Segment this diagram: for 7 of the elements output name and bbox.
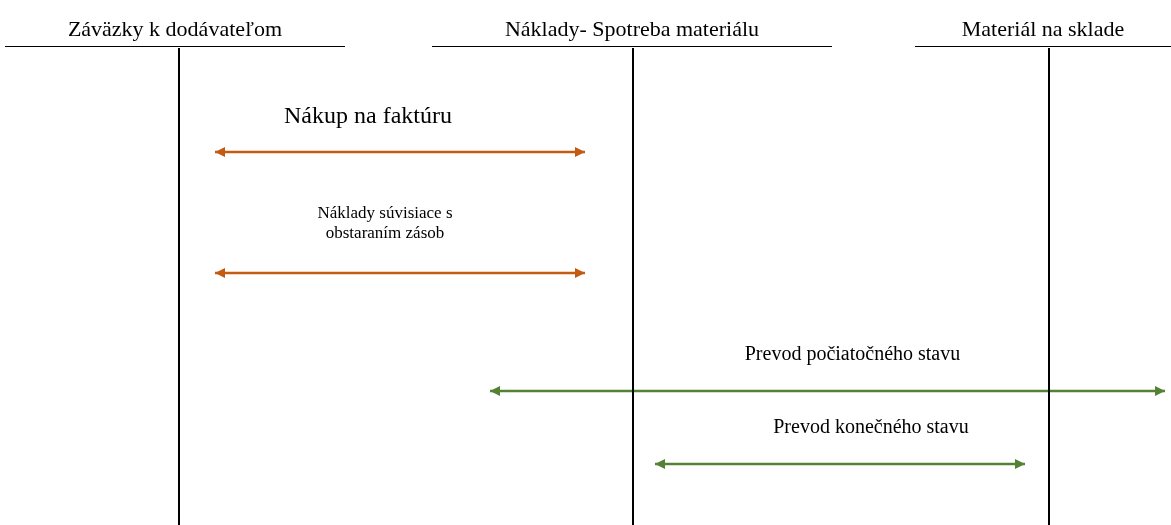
account-title: Materiál na sklade xyxy=(915,12,1171,47)
account-title: Náklady- Spotreba materiálu xyxy=(432,12,832,47)
double-arrow xyxy=(215,268,585,278)
double-arrow xyxy=(655,459,1025,469)
double-arrow xyxy=(490,386,1165,396)
account-title: Záväzky k dodávateľom xyxy=(5,12,345,47)
double-arrow xyxy=(215,147,585,157)
